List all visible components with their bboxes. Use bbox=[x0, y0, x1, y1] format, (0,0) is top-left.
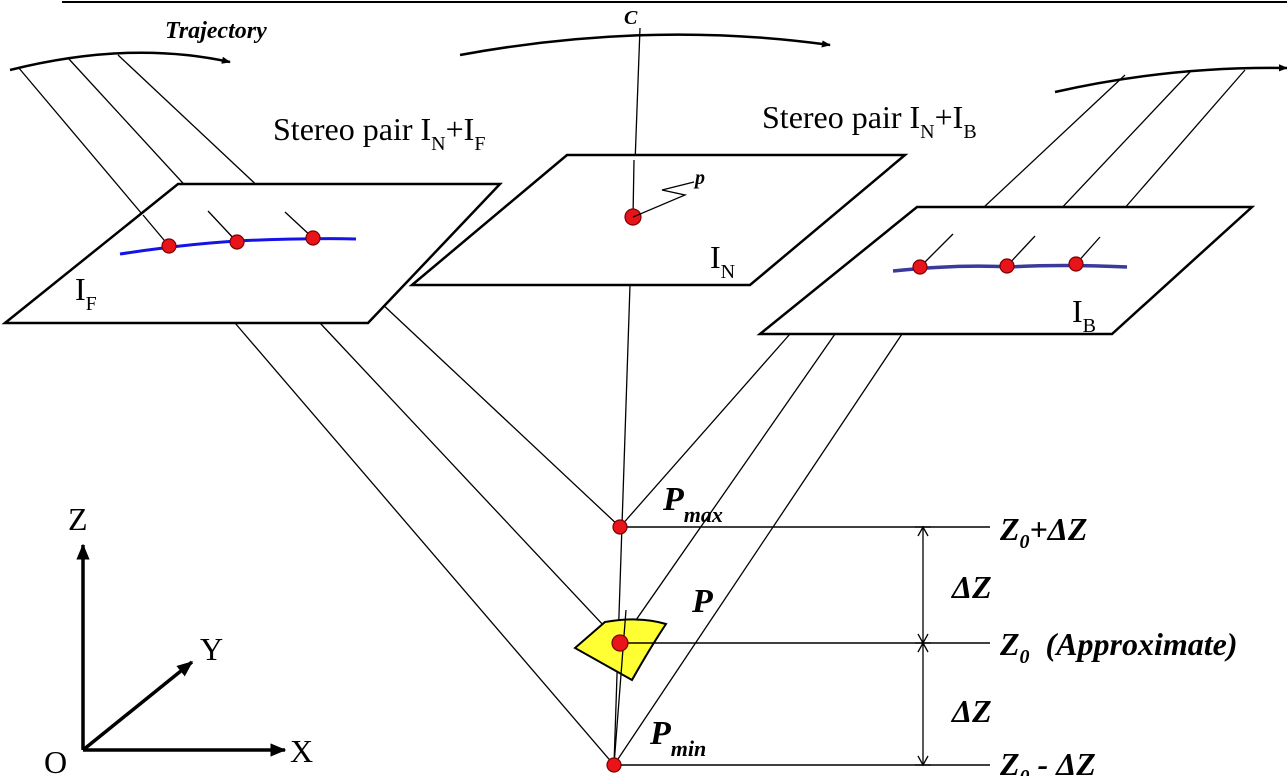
coordinate-axes bbox=[76, 543, 287, 757]
image-plane-N bbox=[408, 153, 909, 287]
image-plane-F bbox=[1, 182, 503, 325]
delta-z-dimension bbox=[915, 525, 931, 767]
axis-z-label: Z bbox=[68, 501, 88, 537]
point-B-2 bbox=[999, 258, 1015, 274]
axis-y-label: Y bbox=[200, 631, 223, 667]
point-F-3 bbox=[305, 230, 321, 246]
point-F-2 bbox=[229, 234, 245, 250]
center-label: C bbox=[624, 7, 638, 29]
trajectory-arc-right bbox=[1054, 64, 1287, 94]
point-F-1 bbox=[161, 238, 177, 254]
point-p-label: p bbox=[693, 167, 705, 189]
image-N-label: IN bbox=[710, 239, 735, 283]
trajectory-label: Trajectory bbox=[165, 18, 267, 44]
z-0-label: Z0 (Approximate) bbox=[999, 626, 1238, 668]
trajectory-arc-left bbox=[9, 51, 231, 72]
rays-top bbox=[17, 27, 1246, 268]
image-B-label: IB bbox=[1072, 293, 1096, 337]
point-P bbox=[611, 634, 629, 652]
point-B-1 bbox=[912, 259, 928, 275]
delta-z-lower-label: ΔZ bbox=[950, 693, 992, 729]
p-leader-line bbox=[632, 181, 695, 218]
origin-label: O bbox=[44, 744, 67, 776]
stereo-pair-right-label: Stereo pair IN+IB bbox=[762, 99, 977, 143]
point-B-3 bbox=[1068, 256, 1084, 272]
stereo-pair-left-label: Stereo pair IN+IF bbox=[273, 111, 485, 155]
z-minus-label: Z0 - ΔZ bbox=[999, 746, 1096, 776]
ground-points bbox=[606, 519, 629, 773]
axis-x-label: X bbox=[290, 733, 313, 769]
delta-z-upper-label: ΔZ bbox=[950, 569, 992, 605]
p-max-label: Pmax bbox=[662, 481, 723, 527]
point-P-label: P bbox=[691, 583, 713, 620]
image-points bbox=[161, 208, 1084, 275]
rays-bottom bbox=[234, 284, 903, 766]
p-min-label: Pmin bbox=[649, 715, 706, 761]
image-F-label: IF bbox=[75, 271, 97, 315]
axis-y-line bbox=[81, 660, 194, 752]
point-P-max bbox=[612, 519, 628, 535]
trajectory-arc-center bbox=[459, 33, 831, 57]
z-plus-label: Z0+ΔZ bbox=[999, 511, 1087, 553]
point-P-min bbox=[606, 757, 622, 773]
